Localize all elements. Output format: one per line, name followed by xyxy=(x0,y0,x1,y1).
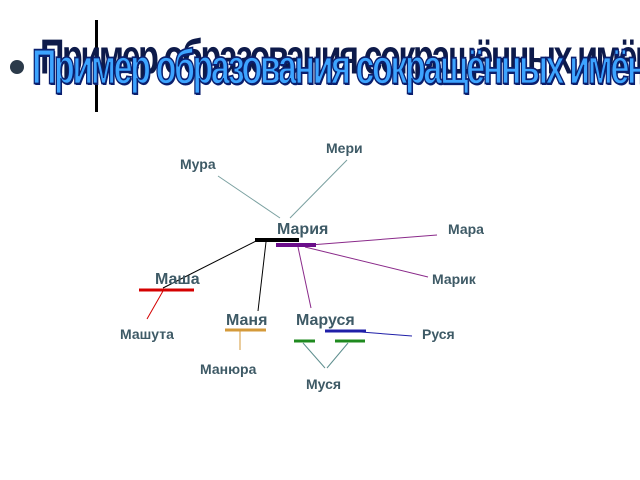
node-mura: Мура xyxy=(180,156,216,172)
node-meri: Мери xyxy=(326,140,363,156)
slide-title-text: Пример образования сокращённых имён xyxy=(31,39,640,96)
edge-marusya-musya-left xyxy=(302,342,326,369)
edge-maria-mura xyxy=(217,175,281,219)
node-mashuta: Машута xyxy=(120,326,174,342)
edge-maria-meri xyxy=(289,159,348,219)
edge-maria-mara xyxy=(309,234,438,246)
node-rusya: Руся xyxy=(422,326,455,342)
node-masha: Маша xyxy=(155,271,200,288)
node-manya: Маня xyxy=(226,312,267,329)
edge-maria-marik xyxy=(304,246,429,278)
node-marik: Марик xyxy=(432,271,477,287)
edge-maria-marusya xyxy=(297,246,312,309)
slide-title: Пример образования сокращённых имён Прим… xyxy=(31,30,640,100)
vertical-divider xyxy=(95,20,98,112)
slide-title-shadow: Пример образования сокращённых имён xyxy=(40,30,640,86)
node-marusya: Маруся xyxy=(296,312,355,329)
edge-marusya-musya-right xyxy=(326,342,349,369)
edge-maria-masha xyxy=(162,239,259,289)
node-musya: Муся xyxy=(306,376,341,392)
node-manyura: Манюра xyxy=(200,361,257,377)
edge-maria-manya xyxy=(257,241,267,312)
edge-masha-mashuta xyxy=(146,290,164,320)
node-mara: Мара xyxy=(448,221,484,237)
node-maria: Мария xyxy=(277,221,328,238)
bullet-icon xyxy=(10,60,24,74)
